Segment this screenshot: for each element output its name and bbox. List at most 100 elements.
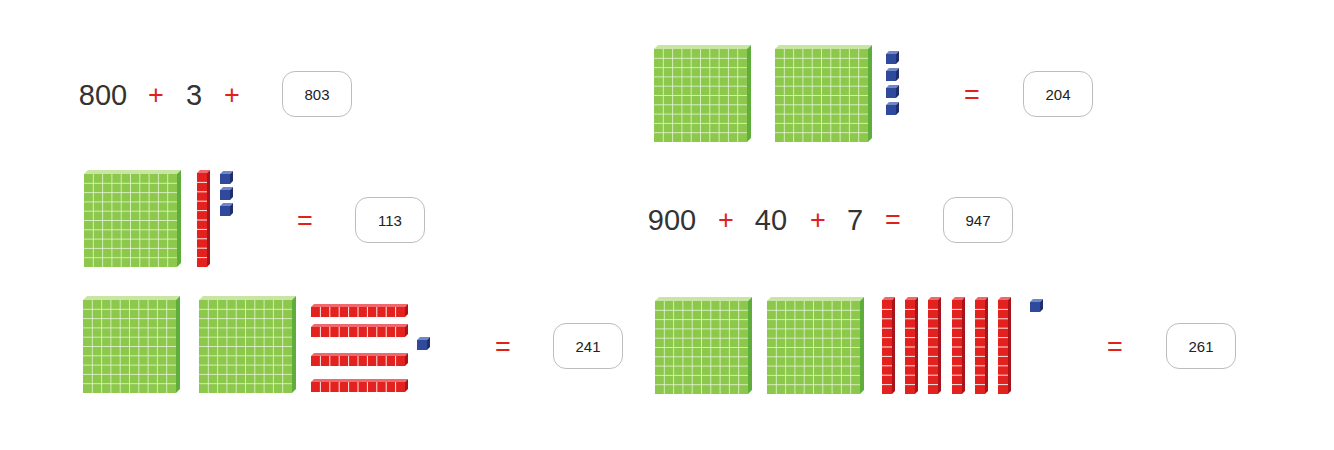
rod-face: [975, 300, 985, 394]
rod-face: [882, 300, 892, 394]
grid-line: [84, 248, 177, 249]
rod-side: [892, 297, 895, 394]
rod-line: [367, 327, 368, 337]
rod-line: [882, 375, 892, 376]
rod-side: [405, 324, 408, 337]
rod-line: [339, 307, 340, 317]
rod-line: [952, 309, 962, 310]
flat-top: [767, 297, 864, 301]
cube-side: [896, 68, 899, 81]
grid-line: [858, 49, 859, 142]
rod-line: [882, 309, 892, 310]
grid-line: [84, 229, 177, 230]
grid-line: [775, 123, 868, 124]
unit-cube: [886, 51, 899, 64]
answer-box: 261: [1166, 323, 1236, 369]
grid-line: [840, 49, 841, 142]
rod-line: [998, 328, 1008, 329]
grid-line: [775, 104, 868, 105]
grid-line: [654, 114, 747, 115]
rod-face: [952, 300, 962, 394]
grid-line: [850, 301, 851, 394]
rod-line: [975, 365, 985, 366]
rod-line: [952, 365, 962, 366]
addend-number: 800: [79, 81, 127, 110]
answer-number: 204: [1045, 86, 1070, 103]
rod-line: [197, 229, 207, 230]
cube-face: [220, 190, 230, 200]
answer-number: 241: [575, 338, 600, 355]
rod-line: [975, 328, 985, 329]
grid-line: [166, 300, 167, 393]
rod-line: [905, 356, 915, 357]
grid-line: [737, 49, 738, 142]
unit-cube: [220, 203, 233, 216]
flat-side: [860, 297, 864, 394]
grid-line: [282, 300, 283, 393]
grid-line: [199, 355, 292, 356]
answer-box: 113: [355, 197, 425, 243]
grid-line: [149, 174, 150, 267]
grid-line: [655, 356, 748, 357]
rod-line: [975, 318, 985, 319]
grid-line: [654, 104, 747, 105]
rod-line: [329, 382, 330, 392]
flat-face: [199, 300, 292, 393]
grid-line: [767, 384, 860, 385]
hundred-flat: [199, 296, 296, 393]
rod-line: [998, 356, 1008, 357]
ten-rod: [197, 170, 210, 267]
rod-line: [329, 307, 330, 317]
cube-side: [896, 102, 899, 115]
rod-line: [905, 375, 915, 376]
unit-cube: [886, 85, 899, 98]
rod-line: [928, 356, 938, 357]
grid-line: [84, 220, 177, 221]
rod-side: [405, 304, 408, 317]
grid-line: [720, 301, 721, 394]
answer-number: 803: [304, 86, 329, 103]
grid-line: [709, 49, 710, 142]
grid-line: [199, 383, 292, 384]
rod-line: [998, 365, 1008, 366]
rod-line: [928, 309, 938, 310]
rod-line: [320, 356, 321, 366]
rod-side: [207, 170, 210, 267]
answer-number: 947: [965, 212, 990, 229]
grid-line: [822, 301, 823, 394]
rod-line: [998, 337, 1008, 338]
rod-top: [311, 353, 408, 356]
rod-line: [197, 248, 207, 249]
grid-line: [83, 383, 176, 384]
rod-face: [197, 173, 207, 267]
rod-line: [928, 365, 938, 366]
rod-line: [348, 327, 349, 337]
operator-sign: =: [964, 82, 980, 109]
grid-line: [841, 301, 842, 394]
hundred-flat: [654, 45, 751, 142]
operator-sign: =: [297, 208, 313, 235]
rod-line: [975, 375, 985, 376]
hundred-flat: [83, 296, 180, 393]
operator-sign: +: [718, 207, 734, 234]
grid-line: [767, 356, 860, 357]
grid-line: [849, 49, 850, 142]
rod-line: [348, 382, 349, 392]
rod-line: [905, 309, 915, 310]
rod-side: [915, 297, 918, 394]
rod-line: [952, 347, 962, 348]
addend-number: 900: [648, 206, 696, 235]
rod-line: [928, 384, 938, 385]
rod-line: [386, 382, 387, 392]
rod-face: [998, 300, 1008, 394]
rod-line: [376, 382, 377, 392]
grid-line: [767, 366, 860, 367]
hundred-flat: [84, 170, 181, 267]
flat-top: [83, 296, 180, 300]
operator-sign: =: [885, 207, 901, 234]
rod-line: [952, 375, 962, 376]
grid-line: [738, 301, 739, 394]
grid-line: [83, 374, 176, 375]
flat-side: [747, 45, 751, 142]
rod-line: [376, 307, 377, 317]
